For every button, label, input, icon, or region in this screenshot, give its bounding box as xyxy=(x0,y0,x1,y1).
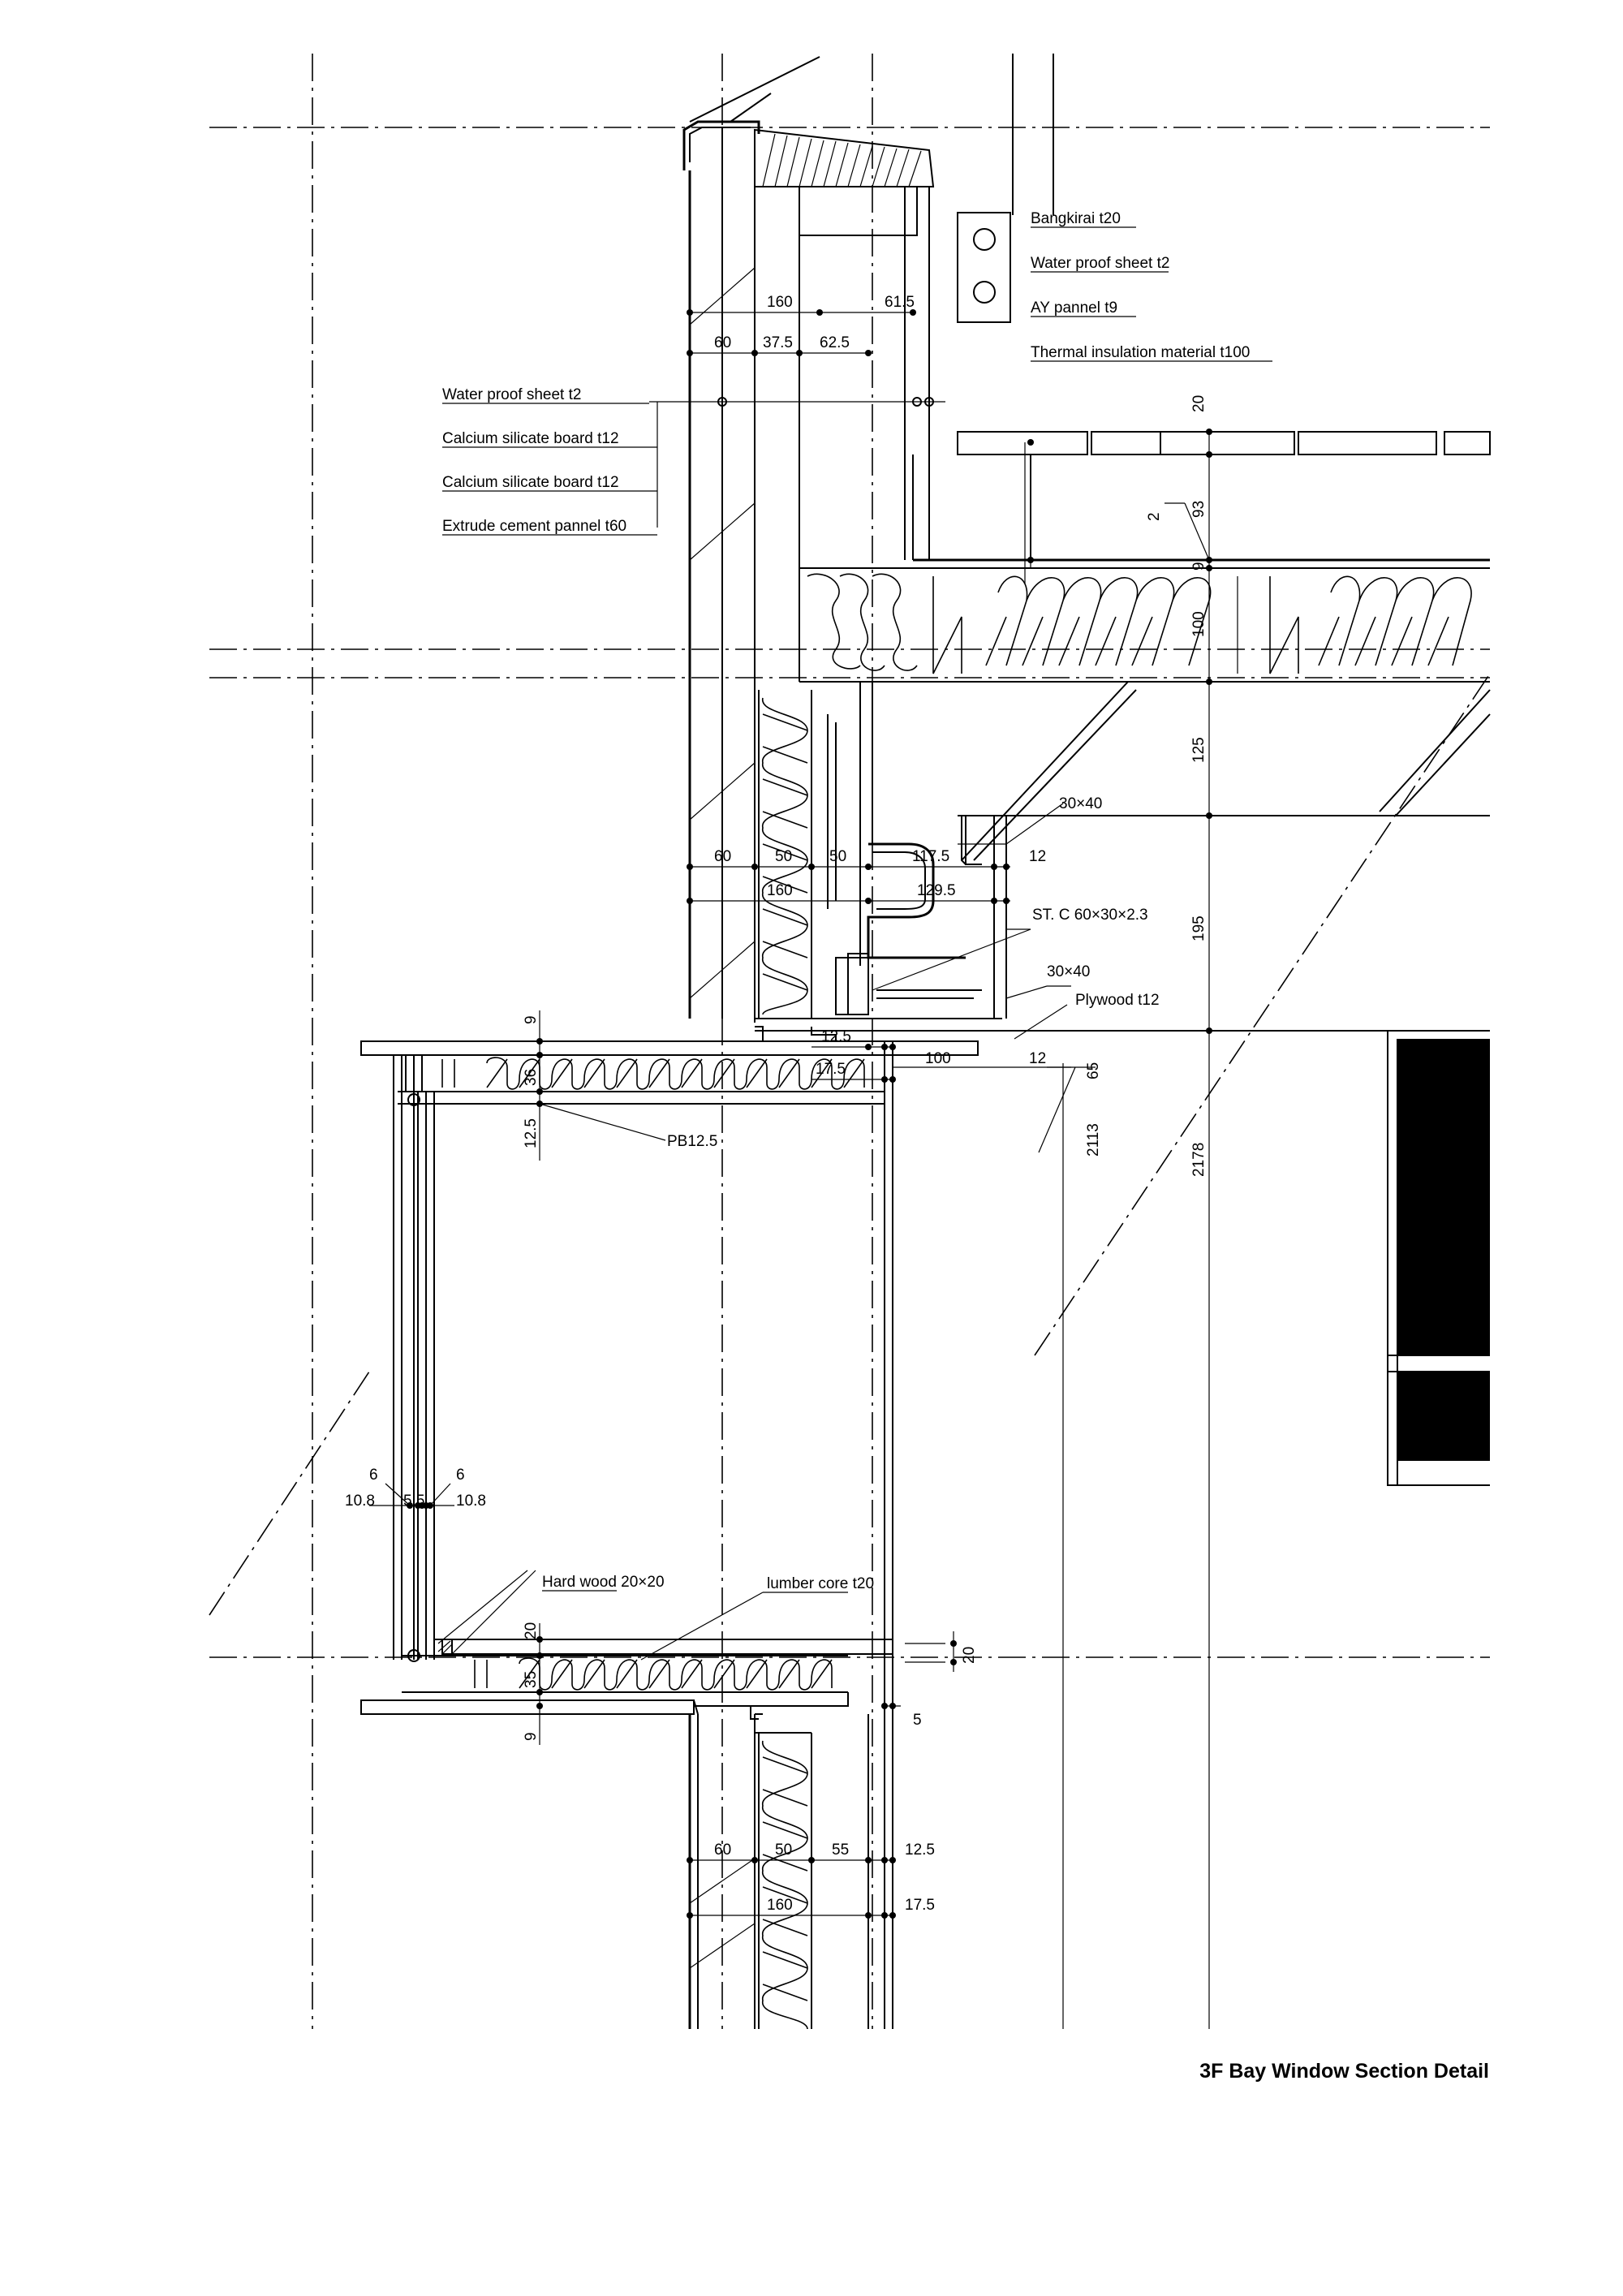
dim-sill-20r: 20 xyxy=(961,1647,978,1664)
dim-mid-160: 160 xyxy=(767,882,793,899)
dim-wall-top-37-5: 37.5 xyxy=(763,334,793,351)
dim-h-2178: 2178 xyxy=(1190,1143,1208,1177)
dim-sill-9: 9 xyxy=(523,1732,540,1741)
material-labels: Bangkirai t20 Water proof sheet t2 AY pa… xyxy=(442,210,1250,1592)
dim-mid-50a: 50 xyxy=(775,848,792,865)
dim-head-36: 36 xyxy=(523,1069,540,1086)
dim-mid-60: 60 xyxy=(714,848,731,865)
upper-wall xyxy=(649,127,945,1023)
dim-glass-6a: 6 xyxy=(369,1467,378,1484)
dim-wall-top-61-5: 61.5 xyxy=(885,294,915,311)
dim-mid-50b: 50 xyxy=(829,848,846,865)
dim-head-65: 65 xyxy=(1085,1062,1102,1079)
label-thermal-insulation: Thermal insulation material t100 xyxy=(1031,344,1250,361)
dim-sill-20: 20 xyxy=(523,1622,540,1639)
dim-low-160: 160 xyxy=(767,1897,793,1914)
label-hardwood: Hard wood 20×20 xyxy=(542,1574,665,1591)
dim-head-12b: 12 xyxy=(1029,1050,1046,1067)
label-roof-waterproof: Water proof sheet t2 xyxy=(1031,255,1169,272)
dim-glass-6b: 6 xyxy=(456,1467,465,1484)
label-ay-pannel: AY pannel t9 xyxy=(1031,299,1117,317)
roof-deck xyxy=(799,429,1491,2029)
dim-low-12-5: 12.5 xyxy=(905,1842,935,1859)
lower-wall xyxy=(687,1714,896,2030)
dim-head-12-5b: 12.5 xyxy=(523,1118,540,1148)
label-angle-2: 30×40 xyxy=(1047,963,1090,980)
dim-low-50: 50 xyxy=(775,1842,792,1859)
dim-roof-100: 100 xyxy=(1190,611,1208,637)
dimension-text: 160 61.5 60 37.5 62.5 20 93 2 9 100 125 … xyxy=(345,294,1208,1914)
label-extrude-cement: Extrude cement pannel t60 xyxy=(442,518,626,535)
dim-roof-125: 125 xyxy=(1190,737,1208,763)
label-lumber-core: lumber core t20 xyxy=(767,1575,874,1592)
mid-dimension-lines xyxy=(687,803,1071,1040)
dim-roof-2: 2 xyxy=(1146,512,1163,521)
dim-sill-35: 35 xyxy=(523,1671,540,1688)
window-sill xyxy=(360,1570,957,2029)
dim-mid-129-5: 129.5 xyxy=(917,882,956,899)
annotation-underlines xyxy=(442,226,1272,1593)
dim-head-100: 100 xyxy=(925,1050,951,1067)
dim-roof-93: 93 xyxy=(1190,501,1208,518)
label-angle-1: 30×40 xyxy=(1059,795,1102,812)
dim-head-17-5: 17.5 xyxy=(816,1061,846,1078)
dim-mid-117-5: 117.5 xyxy=(912,848,949,865)
label-plywood: Plywood t12 xyxy=(1075,992,1160,1009)
dim-h-2113: 2113 xyxy=(1085,1123,1102,1157)
label-channel: ST. C 60×30×2.3 xyxy=(1032,907,1148,924)
label-bangkirai: Bangkirai t20 xyxy=(1031,210,1121,227)
window-frame xyxy=(369,1031,1490,1660)
steel-frame xyxy=(755,681,1491,1032)
drawing-title: 3F Bay Window Section Detail xyxy=(1199,2060,1489,2083)
label-calcium-board-2: Calcium silicate board t12 xyxy=(442,474,619,491)
label-wall-waterproof: Water proof sheet t2 xyxy=(442,386,581,403)
dim-glass-10-8b: 10.8 xyxy=(456,1493,486,1510)
label-calcium-board-1: Calcium silicate board t12 xyxy=(442,430,619,447)
label-pb: PB12.5 xyxy=(667,1133,717,1150)
window-head xyxy=(360,1010,1096,2029)
dim-low-17-5: 17.5 xyxy=(905,1897,935,1914)
dim-sill-5: 5 xyxy=(913,1712,922,1729)
dim-wall-top-62-5: 62.5 xyxy=(820,334,850,351)
dim-glass-10-8a: 10.8 xyxy=(345,1493,375,1510)
dim-mid-12a: 12 xyxy=(1029,848,1046,865)
dim-wall-top-160: 160 xyxy=(767,294,793,311)
dim-roof-20: 20 xyxy=(1190,395,1208,412)
roof-edge xyxy=(682,54,1054,323)
dim-low-60: 60 xyxy=(714,1842,731,1859)
dim-head-12-5a: 12.5 xyxy=(821,1028,851,1045)
dim-wall-top-60: 60 xyxy=(714,334,731,351)
dim-glass-5-5: 5.5 xyxy=(403,1493,424,1510)
upper-wall-insulation xyxy=(758,690,812,1019)
dim-roof-195: 195 xyxy=(1190,915,1208,941)
dim-low-55: 55 xyxy=(832,1842,849,1859)
dim-head-9: 9 xyxy=(523,1015,540,1024)
dim-roof-9: 9 xyxy=(1190,562,1208,571)
